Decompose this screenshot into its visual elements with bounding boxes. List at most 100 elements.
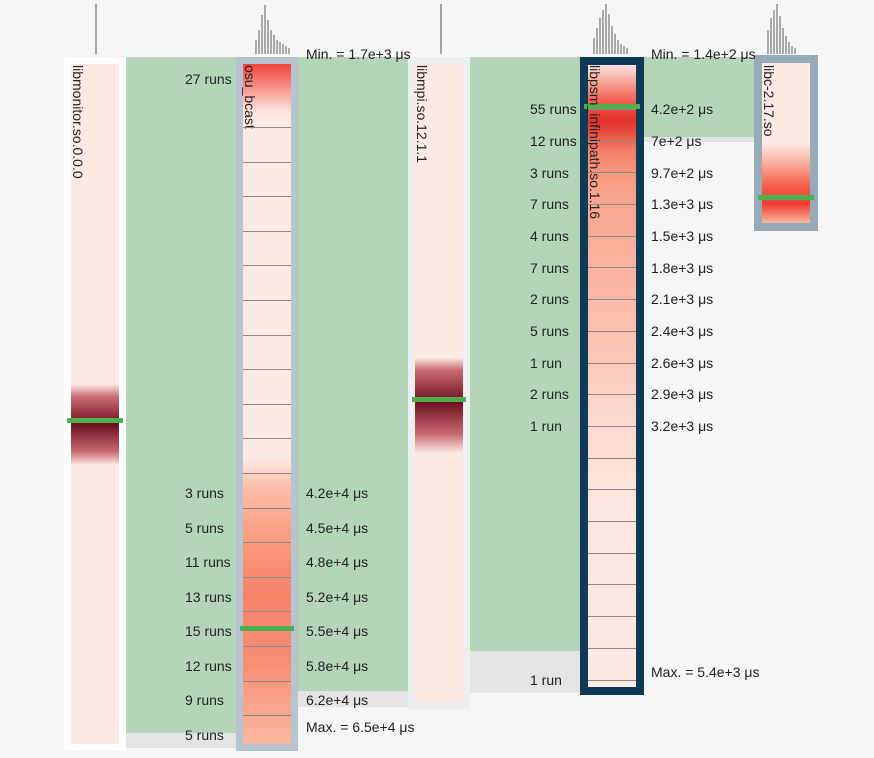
bin-tick bbox=[588, 172, 636, 173]
run-count-label: 9 runs bbox=[185, 692, 224, 708]
run-count-label: 3 runs bbox=[530, 165, 569, 181]
run-count-label: 7 runs bbox=[530, 196, 569, 212]
bin-time-label: 2.1e+3 μs bbox=[651, 291, 714, 307]
bin-time-label: 5.8e+4 μs bbox=[306, 658, 369, 674]
column-libmpi[interactable]: libmpi.so.12.1.1 bbox=[408, 57, 470, 709]
run-count-label: 5 runs bbox=[530, 323, 569, 339]
bin-tick bbox=[243, 231, 291, 232]
run-count-label: 27 runs bbox=[185, 71, 232, 87]
bin-time-label: 4.5e+4 μs bbox=[306, 520, 369, 536]
bin-tick bbox=[588, 299, 636, 300]
bin-tick bbox=[243, 404, 291, 405]
run-count-label: 5 runs bbox=[185, 520, 224, 536]
bin-tick bbox=[588, 521, 636, 522]
histogram-sparklines bbox=[95, 4, 796, 54]
bin-tick bbox=[243, 265, 291, 266]
bin-tick bbox=[588, 109, 636, 110]
bin-time-label: 1.5e+3 μs bbox=[651, 228, 714, 244]
bin-tick bbox=[243, 300, 291, 301]
link-band-2-tail bbox=[298, 691, 410, 707]
bin-tick bbox=[588, 141, 636, 142]
bin-tick bbox=[588, 648, 636, 649]
bin-tick bbox=[588, 616, 636, 617]
bin-time-label: 3.2e+3 μs bbox=[651, 418, 714, 434]
min-label-libpsm: Min. = 1.4e+2 μs bbox=[651, 46, 756, 62]
run-count-label: 1 run bbox=[530, 355, 562, 371]
column-osu-bcast[interactable]: osu_bcast bbox=[236, 57, 298, 751]
run-count-label: 4 runs bbox=[530, 228, 569, 244]
bin-time-label: 1.8e+3 μs bbox=[651, 260, 714, 276]
bin-tick bbox=[243, 646, 291, 647]
run-count-label: 3 runs bbox=[185, 485, 224, 501]
bin-time-label: 6.2e+4 μs bbox=[306, 692, 369, 708]
link-band-4-tail bbox=[642, 137, 754, 142]
bin-time-label: 5.2e+4 μs bbox=[306, 589, 369, 605]
bin-tick bbox=[588, 363, 636, 364]
bin-tick bbox=[588, 489, 636, 490]
bin-tick bbox=[588, 680, 636, 681]
column-libmonitor[interactable]: libmonitor.so.0.0.0 bbox=[64, 57, 126, 751]
bin-tick bbox=[243, 438, 291, 439]
column-libmonitor-strip bbox=[71, 64, 119, 744]
bin-tick bbox=[243, 611, 291, 612]
link-band-1 bbox=[126, 57, 238, 733]
link-band-3 bbox=[470, 57, 582, 651]
column-label: libpsm_infinipath.so.1.16 bbox=[587, 65, 603, 220]
column-libpsm-selected[interactable]: libpsm_infinipath.so.1.16 bbox=[580, 57, 644, 695]
bin-time-label: 1.3e+3 μs bbox=[651, 196, 714, 212]
bin-time-label: 2.9e+3 μs bbox=[651, 386, 714, 402]
column-label: libmonitor.so.0.0.0 bbox=[70, 65, 86, 179]
run-count-label: 5 runs bbox=[185, 727, 224, 743]
bin-tick bbox=[588, 458, 636, 459]
link-band-1-tail bbox=[126, 733, 238, 748]
bin-tick bbox=[588, 204, 636, 205]
run-count-label: 7 runs bbox=[530, 260, 569, 276]
bin-tick bbox=[243, 577, 291, 578]
bin-tick bbox=[243, 196, 291, 197]
run-count-label: 55 runs bbox=[530, 101, 577, 117]
bin-tick bbox=[588, 267, 636, 268]
column-libpsm-strip bbox=[588, 65, 636, 687]
bin-time-label: 4.2e+2 μs bbox=[651, 101, 714, 117]
bin-time-label: 4.2e+4 μs bbox=[306, 485, 369, 501]
run-count-label: 1 run bbox=[530, 672, 562, 688]
bin-time-label: 7e+2 μs bbox=[651, 133, 702, 149]
bin-tick bbox=[588, 553, 636, 554]
bin-tick bbox=[243, 127, 291, 128]
run-count-label: 2 runs bbox=[530, 386, 569, 402]
median-marker bbox=[412, 397, 466, 402]
link-band-2 bbox=[298, 57, 410, 691]
column-libmpi-strip bbox=[415, 64, 463, 702]
column-libc[interactable]: libc-2.17.so bbox=[754, 55, 818, 231]
max-label-libpsm: Max. = 5.4e+3 μs bbox=[651, 664, 760, 680]
run-count-label: 15 runs bbox=[185, 623, 232, 639]
run-count-label: 12 runs bbox=[530, 133, 577, 149]
bin-tick bbox=[243, 162, 291, 163]
bin-time-label: 2.4e+3 μs bbox=[651, 323, 714, 339]
column-label: osu_bcast bbox=[242, 65, 258, 129]
median-marker bbox=[67, 418, 123, 423]
column-label: libc-2.17.so bbox=[761, 65, 777, 137]
max-label-osu-bcast: Max. = 6.5e+4 μs bbox=[306, 719, 415, 735]
run-count-label: 12 runs bbox=[185, 658, 232, 674]
bin-tick bbox=[243, 335, 291, 336]
run-count-label: 13 runs bbox=[185, 589, 232, 605]
median-marker bbox=[240, 626, 294, 631]
bin-time-label: 9.7e+2 μs bbox=[651, 165, 714, 181]
bin-tick bbox=[588, 426, 636, 427]
bin-time-label: 5.5e+4 μs bbox=[306, 623, 369, 639]
run-count-label: 2 runs bbox=[530, 291, 569, 307]
min-label-osu-bcast: Min. = 1.7e+3 μs bbox=[306, 46, 411, 62]
bin-time-label: 2.6e+3 μs bbox=[651, 355, 714, 371]
bin-tick bbox=[243, 508, 291, 509]
run-count-label: 11 runs bbox=[185, 554, 231, 570]
column-label: libmpi.so.12.1.1 bbox=[414, 65, 430, 164]
bin-tick bbox=[243, 369, 291, 370]
median-marker bbox=[584, 104, 640, 109]
bin-tick bbox=[243, 681, 291, 682]
bin-time-label: 4.8e+4 μs bbox=[306, 554, 369, 570]
link-band-4 bbox=[642, 57, 754, 137]
link-band-3-tail bbox=[470, 651, 582, 693]
median-marker bbox=[758, 195, 814, 200]
bin-tick bbox=[588, 584, 636, 585]
